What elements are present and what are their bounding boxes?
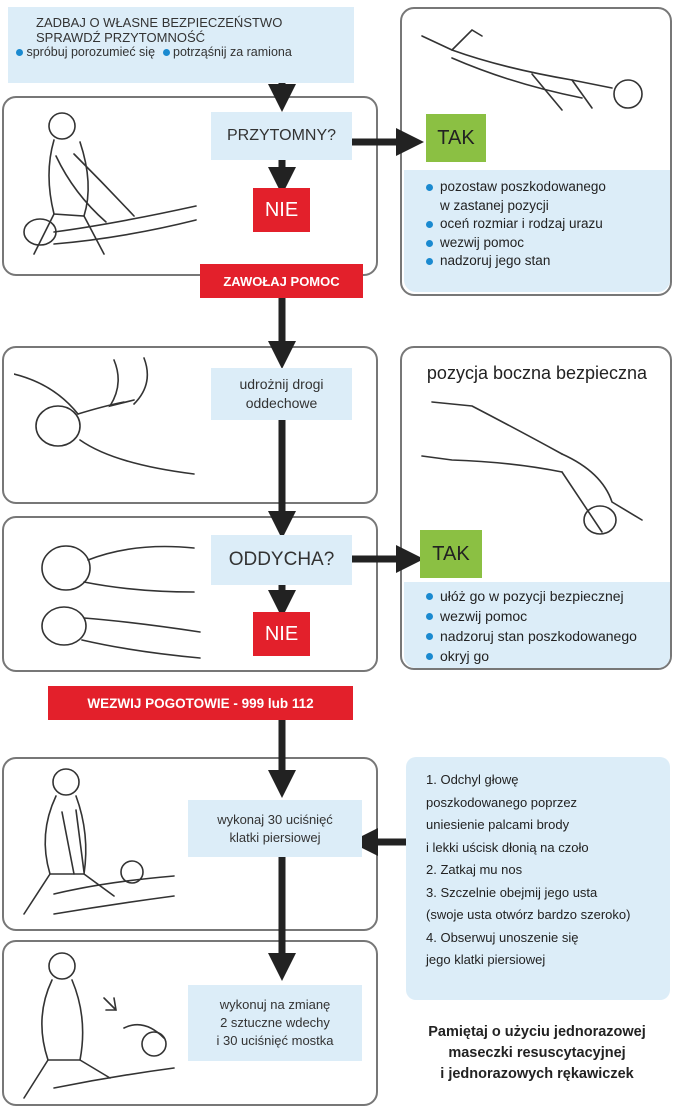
instruction-line: poszkodowanego poprzez (426, 792, 670, 815)
breathing-yes-list: ułóż go w pozycji bezpiecznej wezwij pom… (404, 582, 670, 668)
instruction-line: 1. Odchyl głowę (426, 769, 670, 792)
reminder-line1: Pamiętaj o użyciu jednorazowej (404, 1022, 670, 1043)
conscious-question: PRZYTOMNY? (227, 127, 336, 145)
conscious-yes-list: pozostaw poszkodowanego w zastanej pozyc… (404, 170, 670, 292)
instruction-line: i lekki uścisk dłonią na czoło (426, 837, 670, 860)
airway-line2: oddechowe (246, 394, 318, 413)
bullet-icon (163, 49, 170, 56)
breathing-question-box: ODDYCHA? (211, 535, 352, 585)
instruction-line: 4. Obserwuj unoszenie się (426, 927, 670, 950)
breathing-no-badge: NIE (253, 612, 310, 656)
shake-shoulders-text: potrząśnij za ramiona (173, 45, 292, 59)
instruction-line: (swoje usta otwórz bardzo szeroko) (426, 904, 670, 927)
instruction-line: uniesienie palcami brody (426, 814, 670, 837)
breathing-question: ODDYCHA? (229, 549, 335, 571)
breathing-check-illustration (14, 522, 204, 667)
conscious-yes-item: pozostaw poszkodowanego (426, 178, 670, 197)
alternate-line3: i 30 uciśnięć mostka (216, 1032, 333, 1050)
conscious-no-label: NIE (265, 199, 298, 222)
conscious-yes-label: TAK (437, 127, 474, 150)
conscious-yes-item: wezwij pomoc (426, 234, 670, 253)
airway-opening-illustration (14, 354, 204, 494)
compressions-line1: wykonaj 30 uciśnięć (217, 811, 333, 829)
breathing-yes-item: ułóż go w pozycji bezpiecznej (426, 586, 670, 606)
alternate-line2: 2 sztuczne wdechy (220, 1014, 330, 1032)
call-help-text: ZAWOŁAJ POMOC (223, 274, 339, 289)
conscious-yes-item: oceń rozmiar i rodzaj urazu (426, 215, 670, 234)
instruction-line: 2. Zatkaj mu nos (426, 859, 670, 882)
conscious-yes-badge: TAK (426, 114, 486, 162)
chest-compressions-illustration (14, 764, 184, 926)
conscious-yes-item: nadzoruj jego stan (426, 252, 670, 271)
compressions-box: wykonaj 30 uciśnięć klatki piersiowej (188, 800, 362, 857)
breathing-yes-item: okryj go (426, 646, 670, 666)
check-consciousness-text: SPRAWDŹ PRZYTOMNOŚĆ (36, 30, 354, 45)
compressions-line2: klatki piersiowej (229, 829, 320, 847)
breathing-yes-item: nadzoruj stan poszkodowanego (426, 626, 670, 646)
breathing-no-label: NIE (265, 623, 298, 646)
try-talk-text: spróbuj porozumieć się (26, 45, 155, 59)
alternate-box: wykonuj na zmianę 2 sztuczne wdechy i 30… (188, 985, 362, 1061)
safety-text: ZADBAJ O WŁASNE BEZPIECZEŃSTWO (36, 15, 354, 30)
breathing-yes-item: wezwij pomoc (426, 606, 670, 626)
check-consciousness-box: ZADBAJ O WŁASNE BEZPIECZEŃSTWO SPRAWDŹ P… (8, 7, 354, 83)
conscious-question-box: PRZYTOMNY? (211, 112, 352, 160)
bullet-icon (16, 49, 23, 56)
rescue-breath-instructions: 1. Odchyl głowę poszkodowanego poprzez u… (406, 757, 670, 1000)
breathing-yes-label: TAK (432, 543, 469, 566)
victim-lying-illustration (412, 18, 662, 118)
rescue-breaths-illustration (14, 948, 184, 1103)
call-ambulance-text: WEZWIJ POGOTOWIE - 999 lub 112 (87, 696, 313, 711)
airway-box: udrożnij drogi oddechowe (211, 368, 352, 420)
conscious-no-badge: NIE (253, 188, 310, 232)
call-ambulance-banner: WEZWIJ POGOTOWIE - 999 lub 112 (48, 686, 353, 720)
instruction-line: jego klatki piersiowej (426, 949, 670, 972)
rescuer-shaking-victim-illustration (14, 104, 204, 264)
call-help-banner: ZAWOŁAJ POMOC (200, 264, 363, 298)
recovery-position-title: pozycja boczna bezpieczna (404, 363, 670, 384)
alternate-line1: wykonuj na zmianę (220, 996, 331, 1014)
conscious-yes-item-cont: w zastanej pozycji (426, 197, 670, 216)
reminder-line2: maseczki resuscytacyjnej (404, 1043, 670, 1064)
airway-line1: udrożnij drogi (239, 375, 323, 394)
recovery-position-illustration (412, 392, 662, 542)
reminder-line3: i jednorazowych rękawiczek (404, 1064, 670, 1085)
instruction-line: 3. Szczelnie obejmij jego usta (426, 882, 670, 905)
equipment-reminder: Pamiętaj o użyciu jednorazowej maseczki … (404, 1022, 670, 1085)
